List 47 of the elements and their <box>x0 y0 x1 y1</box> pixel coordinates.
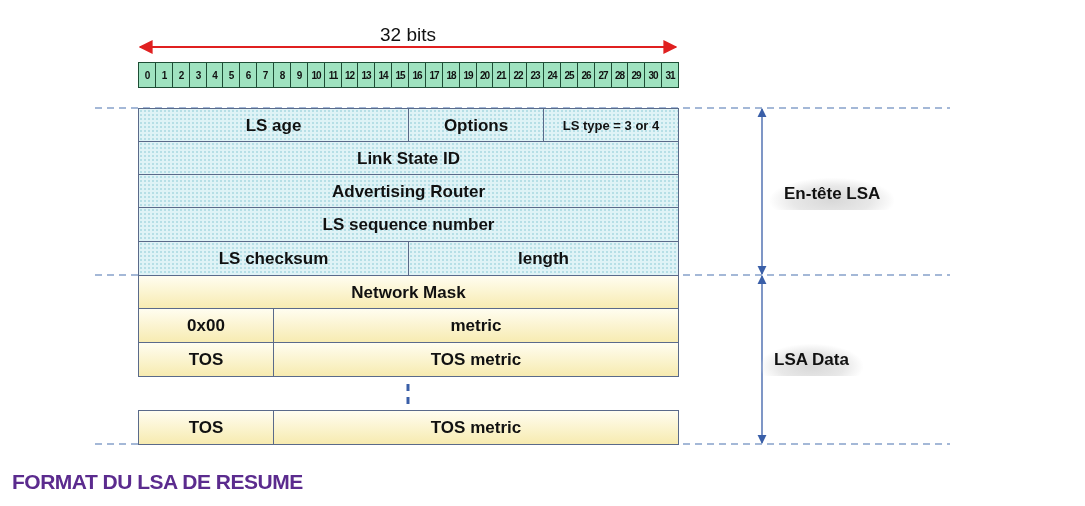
bit-number: 5 <box>222 62 240 88</box>
bit-number: 14 <box>374 62 392 88</box>
bit-number: 22 <box>509 62 527 88</box>
bit-number: 2 <box>172 62 190 88</box>
bit-number: 26 <box>577 62 595 88</box>
header-field: length <box>408 241 679 276</box>
bit-number: 15 <box>391 62 409 88</box>
bit-number: 18 <box>442 62 460 88</box>
data-field: TOS metric <box>273 342 679 377</box>
data-field: Network Mask <box>138 275 679 310</box>
data-field: metric <box>273 308 679 344</box>
data-field: TOS metric <box>273 410 679 445</box>
bit-number: 31 <box>661 62 679 88</box>
bit-number: 8 <box>273 62 291 88</box>
bit-number: 19 <box>459 62 477 88</box>
data-field: TOS <box>138 342 274 377</box>
bit-number: 23 <box>526 62 544 88</box>
bit-number: 24 <box>543 62 561 88</box>
header-field: Options <box>408 108 544 143</box>
bit-number: 29 <box>627 62 645 88</box>
caption: FORMAT DU LSA DE RESUME <box>12 470 303 494</box>
data-field: TOS <box>138 410 274 445</box>
width-label: 32 bits <box>379 24 437 46</box>
bit-number: 3 <box>189 62 207 88</box>
bit-number: 6 <box>239 62 257 88</box>
header-field: Advertising Router <box>138 174 679 209</box>
header-field: LS type = 3 or 4 <box>543 108 679 143</box>
bit-number: 9 <box>290 62 308 88</box>
bit-number: 25 <box>560 62 578 88</box>
data-field: 0x00 <box>138 308 274 344</box>
bit-number: 13 <box>357 62 375 88</box>
header-field: Link State ID <box>138 141 679 176</box>
bit-number: 1 <box>155 62 173 88</box>
header-field: LS checksum <box>138 241 409 276</box>
bit-number: 10 <box>307 62 325 88</box>
bit-number: 30 <box>644 62 662 88</box>
bit-number: 7 <box>256 62 274 88</box>
bit-number: 21 <box>492 62 510 88</box>
bit-number: 11 <box>324 62 342 88</box>
bit-number: 27 <box>594 62 612 88</box>
header-field: LS sequence number <box>138 207 679 243</box>
section-label: LSA Data <box>760 344 863 376</box>
bit-number: 16 <box>408 62 426 88</box>
bit-number: 0 <box>138 62 156 88</box>
header-field: LS age <box>138 108 409 143</box>
bit-number: 17 <box>425 62 443 88</box>
section-label: En-tête LSA <box>770 178 895 210</box>
